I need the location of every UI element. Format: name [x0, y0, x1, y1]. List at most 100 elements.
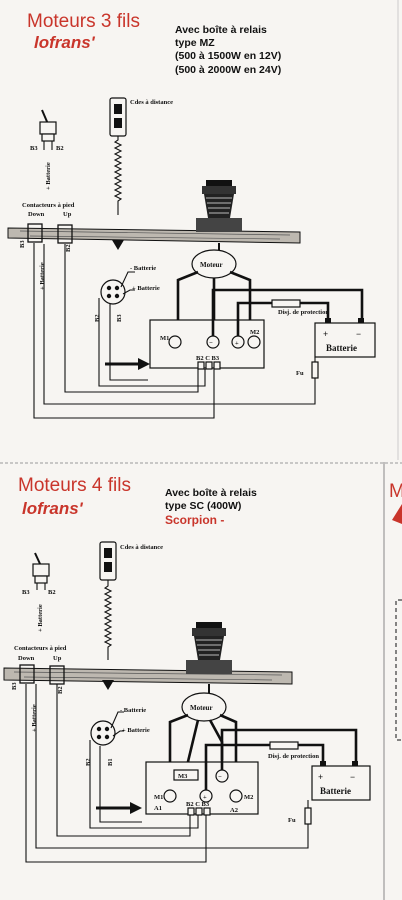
panel-moteurs-4-fils: Moteurs 4 fils lofrans' Avec boîte à rel…	[3, 475, 371, 863]
spec-line: (500 à 2000W en 24V)	[175, 64, 281, 76]
label-moteur: Moteur	[200, 261, 223, 269]
spec-line: (500 à 1500W en 12V)	[175, 50, 281, 62]
foot-switch-down	[27, 223, 43, 243]
terminal-m2	[229, 789, 243, 803]
next-page-dashed-box	[395, 599, 402, 741]
sign-minus: −	[209, 340, 213, 347]
windlass-icon	[196, 180, 242, 252]
deck-plank	[3, 667, 293, 685]
panel-title: Moteurs 4 fils	[18, 475, 131, 496]
label-contacteurs: Contacteurs à pied	[14, 645, 67, 652]
brand-logo: lofrans'	[22, 499, 84, 518]
sign-plus: +	[203, 794, 207, 801]
label-relay-terminals: B2 C B3	[196, 355, 220, 362]
label-remote: Cdes à distance	[130, 99, 173, 106]
spec-line: type SC (400W)	[165, 500, 241, 512]
circuit-breaker	[271, 299, 301, 308]
label-plug-b1: B1	[107, 758, 114, 766]
toggle-switch-icon	[39, 109, 57, 150]
label-minus-batterie: - Batterie	[120, 707, 146, 714]
battery-plus-sign: +	[318, 772, 323, 782]
next-page-fragment: M	[389, 481, 402, 502]
label-batterie: Batterie	[320, 786, 351, 796]
label-b2: B2	[56, 145, 64, 152]
brand-logo: lofrans'	[34, 33, 96, 52]
label-m1: M1	[160, 335, 169, 342]
label-a2: A2	[230, 807, 238, 814]
label-a1: A1	[154, 805, 162, 812]
remote-button-up	[114, 104, 122, 114]
toggle-switch-icon	[32, 552, 50, 590]
terminal-m3	[173, 769, 199, 781]
label-b2-vertical: B2	[65, 244, 72, 252]
next-page-red-mark	[392, 504, 402, 524]
remote-cable	[103, 580, 113, 660]
windlass-icon	[186, 622, 232, 694]
label-plug-b2: B2	[94, 314, 101, 322]
label-fu: Fu	[296, 370, 304, 377]
battery-minus-sign: −	[350, 772, 355, 782]
label-plus-batterie: + Batterie	[45, 162, 52, 190]
label-b3: B3	[30, 145, 38, 152]
motor	[181, 692, 227, 722]
panel-moteurs-3-fils: Moteurs 3 fils lofrans' Avec boîte à rel…	[7, 11, 376, 419]
foot-switch-down	[19, 664, 35, 684]
terminal-m1	[168, 335, 182, 349]
remote-cable	[113, 136, 123, 215]
battery	[314, 322, 376, 358]
label-up: Up	[63, 211, 72, 218]
fuse	[311, 361, 319, 379]
label-m2: M2	[250, 329, 259, 336]
label-batterie: Batterie	[326, 343, 357, 353]
remote-control-icon	[109, 97, 127, 137]
circuit-breaker	[269, 741, 299, 750]
spec-line: type MZ	[175, 37, 215, 49]
terminal-m1	[163, 789, 177, 803]
label-up: Up	[53, 655, 62, 662]
spec-scorpion: Scorpion -	[165, 513, 224, 527]
control-plug-icon	[90, 720, 116, 746]
terminal-m2	[247, 335, 261, 349]
label-m3: M3	[178, 773, 188, 780]
remote-button-down	[104, 562, 112, 572]
label-relay-terminals: B2 C B3	[186, 801, 210, 808]
remote-button-up	[104, 548, 112, 558]
label-plus-batterie-3: + Batterie	[132, 285, 160, 292]
label-m2: M2	[244, 794, 253, 801]
label-disj: Disj. de protection	[268, 753, 319, 760]
remote-button-down	[114, 118, 122, 128]
spec-line: Avec boîte à relais	[165, 487, 257, 499]
fuse	[304, 807, 312, 825]
panel-title: Moteurs 3 fils	[27, 11, 140, 32]
cable-arrow-icon	[112, 240, 124, 250]
label-down: Down	[28, 211, 45, 218]
foot-switch-up	[57, 224, 73, 244]
cable-arrow-icon	[102, 680, 114, 690]
control-plug-icon	[100, 279, 126, 305]
label-fu: Fu	[288, 817, 296, 824]
label-moteur: Moteur	[190, 704, 213, 712]
remote-control-icon	[99, 541, 117, 581]
label-m1: M1	[154, 794, 163, 801]
label-disj: Disj. de protection	[278, 309, 329, 316]
battery	[311, 765, 371, 801]
battery-plus-sign: +	[323, 329, 328, 339]
relay-box	[145, 761, 259, 815]
label-plus-batterie-2: + Batterie	[31, 704, 38, 732]
battery-minus-sign: −	[356, 329, 361, 339]
label-plug-b2: B2	[85, 758, 92, 766]
label-b2-vertical: B2	[57, 686, 64, 694]
sign-minus: −	[218, 774, 222, 781]
label-down: Down	[18, 655, 35, 662]
label-contacteurs: Contacteurs à pied	[22, 202, 75, 209]
label-remote: Cdes à distance	[120, 544, 163, 551]
label-plug-b3: B3	[116, 314, 123, 322]
sign-plus: +	[235, 340, 239, 347]
label-plus-batterie-3: + Batterie	[122, 727, 150, 734]
label-plus-batterie-2: + Batterie	[39, 262, 46, 290]
spec-line: Avec boîte à relais	[175, 24, 267, 36]
deck-plank	[7, 227, 301, 244]
label-b2: B2	[48, 589, 56, 596]
